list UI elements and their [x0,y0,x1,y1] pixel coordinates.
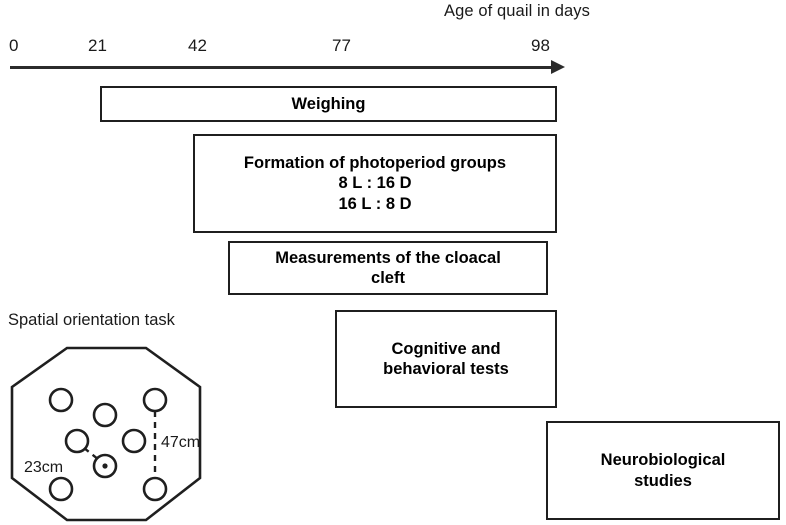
phase-box-cognitive-tests: Cognitive and behavioral tests [335,310,557,408]
phase-label-line: cleft [371,269,405,287]
tick-label-0: 0 [9,36,19,55]
arena-hole [121,428,147,454]
phase-label-line: Neurobiological [600,451,726,470]
tick-label-42: 42 [188,36,207,55]
arena-hole [64,428,90,454]
phase-label-line: 16 L : 8 D [338,194,412,213]
spatial-orientation-arena-diagram: 23cm 47cm [10,346,202,522]
short-distance-label: 23cm [24,459,63,476]
arena-hole [48,476,74,502]
phase-label-line: Measurements of the cloacal [275,248,501,267]
phase-label-line: 8 L : 16 D [338,174,412,193]
arena-hole [142,476,168,502]
phase-label-line: Cognitive and [391,339,501,358]
axis-title: Age of quail in days [444,2,591,20]
arena-hole [92,402,118,428]
timeline-arrow-icon [551,60,565,74]
short-distance-line [83,447,100,461]
phase-box-neurobiological-studies: Neurobiological studies [546,421,780,520]
tick-label-77: 77 [332,36,351,55]
phase-box-cloacal-cleft: Measurements of the cloacal cleft [228,241,548,295]
spatial-task-caption: Spatial orientation task [8,311,175,329]
phase-box-photoperiod: Formation of photoperiod groups 8 L : 16… [193,134,557,233]
arena-hole [48,387,74,413]
arena-target-dot [102,463,108,469]
tick-label-21: 21 [88,36,107,55]
phase-label-line: behavioral tests [383,360,509,378]
timeline-axis-line [10,66,555,69]
phase-label-line: Weighing [291,94,366,113]
tick-label-98: 98 [531,36,550,55]
phase-label-line: Formation of photoperiod groups [243,154,507,173]
phase-label-line: studies [634,471,692,490]
long-distance-label: 47cm [161,434,200,451]
phase-box-weighing: Weighing [100,86,557,122]
arena-hole [142,387,168,413]
